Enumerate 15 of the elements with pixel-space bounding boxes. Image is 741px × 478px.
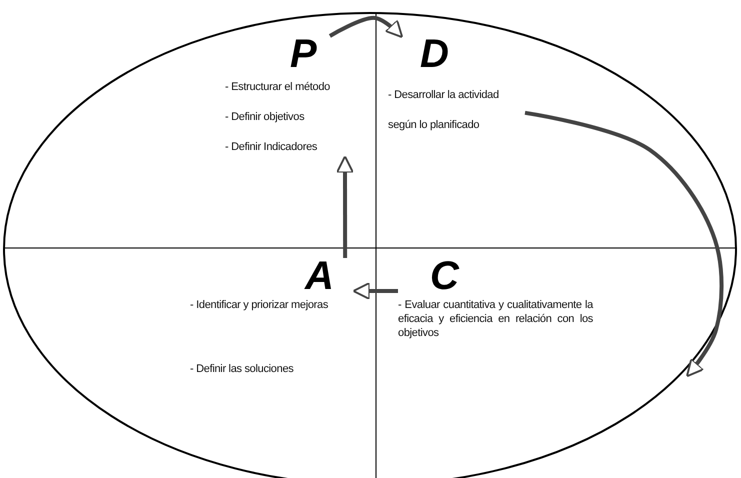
step-text: - Identificar y priorizar mejoras xyxy=(190,298,328,312)
step-text: - Definir las soluciones xyxy=(190,362,294,376)
phase-letter: P xyxy=(290,36,317,72)
step-text: - Evaluar cuantitativa y cualitativamente la eficacia y eficiencia en relación con los objetivos xyxy=(398,298,593,340)
step-text: - Desarrollar la actividad según lo planificado xyxy=(388,88,500,133)
cycle-arrow xyxy=(336,155,354,258)
step-text: - Definir Indicadores xyxy=(225,140,318,154)
phase-letter: C xyxy=(430,258,459,294)
cycle-arrow xyxy=(524,110,724,378)
step-text: - Estructurar el método xyxy=(225,80,330,94)
cycle-arrow xyxy=(328,16,404,38)
cycle-arrow xyxy=(352,282,398,300)
phase-letter: D xyxy=(420,36,449,72)
phase-letter: A xyxy=(305,258,334,294)
step-text: - Definir objetivos xyxy=(225,110,304,124)
